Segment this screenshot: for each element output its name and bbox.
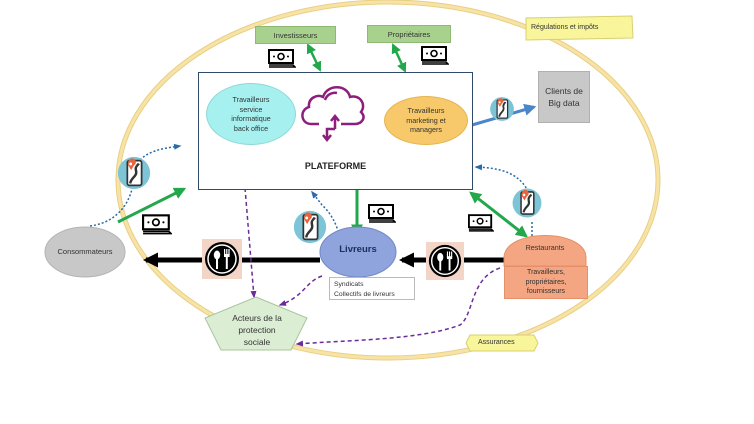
back-office-workers-node: Travailleurs service informatique back o…	[206, 83, 296, 145]
spoon-fork-icon	[426, 242, 464, 280]
phone-map-icon	[511, 187, 543, 219]
assurances-banner	[465, 334, 539, 352]
platform-box: Travailleurs service informatique back o…	[198, 72, 473, 190]
node-line: managers	[410, 125, 442, 135]
investisseurs-node: Investisseurs	[255, 26, 336, 44]
restaurants-dome	[503, 235, 587, 267]
restaurants-platform-arrow	[469, 191, 528, 238]
cloud-sync-icon	[301, 86, 365, 142]
money-bill-icon	[468, 214, 494, 232]
syndicats-line: Syndicats	[334, 281, 364, 288]
restaurants-label: Restaurants	[525, 243, 565, 252]
restaurants-subnode: Travailleurs, propriétaires, fournisseur…	[504, 266, 588, 299]
acteurs-protection-shape	[204, 296, 308, 351]
regulations-label: Régulations et impôts	[531, 24, 599, 31]
proprietaires-platform-arrow	[391, 43, 407, 73]
node-line: sociale	[243, 337, 271, 347]
acteurs-protection-label: Acteurs de la protection sociale	[212, 312, 302, 348]
platform-to-acteurs-dashed	[244, 187, 257, 299]
node-line: informatique	[231, 114, 271, 123]
regulations-banner	[525, 15, 634, 41]
restaurants-to-acteurs-dashed	[295, 267, 501, 347]
investisseurs-platform-arrow	[306, 43, 322, 72]
clients-big-data-node: Clients de Big data	[538, 71, 590, 123]
node-line: back office	[233, 123, 269, 133]
assurances-label: Assurances	[478, 339, 515, 346]
node-line: protection	[238, 325, 276, 335]
node-line: Travailleurs	[407, 106, 445, 116]
phone-map-icon	[116, 155, 152, 191]
money-bill-icon	[368, 204, 396, 223]
node-line: fournisseurs	[526, 288, 566, 296]
phone-map-icon	[292, 209, 328, 245]
node-line: Clients de	[545, 86, 583, 96]
money-bill-icon	[421, 46, 449, 65]
node-line: Big data	[548, 98, 580, 108]
consommateurs-platform-arrow	[117, 187, 187, 224]
phone-map-icon	[489, 96, 515, 122]
consommateurs-tracking-path	[89, 146, 180, 227]
marketing-managers-node: Travailleurs marketing et managers	[384, 96, 468, 145]
node-line: marketing et	[406, 115, 446, 125]
collectifs-line: Collectifs de livreurs	[334, 290, 395, 298]
node-line: Travailleurs	[232, 95, 270, 104]
consommateurs-label: Consommateurs	[57, 247, 113, 256]
node-line: Acteurs de la	[232, 313, 282, 323]
consommateurs-shape	[44, 226, 126, 278]
investisseurs-label: Investisseurs	[273, 30, 318, 40]
proprietaires-label: Propriétaires	[387, 29, 431, 39]
node-line: propriétaires,	[525, 278, 567, 286]
node-line: Travailleurs,	[527, 269, 565, 277]
livreurs-label: Livreurs	[339, 244, 377, 255]
platform-title: PLATEFORME	[304, 161, 367, 171]
livreurs-to-acteurs-dashed	[278, 275, 323, 306]
node-line: service	[239, 104, 263, 114]
money-bill-icon	[142, 214, 172, 235]
proprietaires-node: Propriétaires	[367, 25, 451, 43]
spoon-fork-icon	[202, 239, 242, 279]
money-bill-icon	[268, 49, 296, 68]
syndicats-box: Syndicats Collectifs de livreurs	[329, 277, 415, 300]
